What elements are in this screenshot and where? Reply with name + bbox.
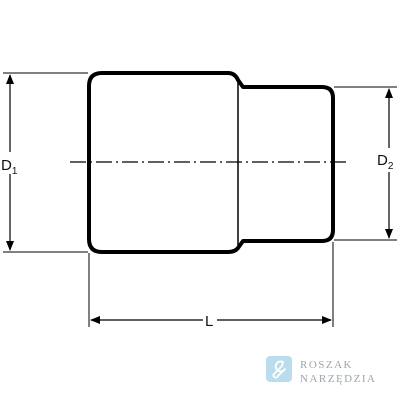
d1-label-main: D: [1, 157, 12, 174]
d1-label-sub: 1: [12, 166, 18, 177]
watermark: ROSZAK NARZĘDZIA: [266, 356, 376, 385]
d1-label: D1: [1, 157, 18, 177]
l-label: L: [205, 313, 213, 330]
watermark-line2: NARZĘDZIA: [300, 373, 376, 385]
d1-label-bg: [0, 152, 22, 174]
d2-label-sub: 2: [388, 161, 394, 172]
d2-label: D2: [377, 152, 394, 172]
watermark-line1: ROSZAK: [300, 359, 353, 371]
socket-outline: [87, 71, 335, 254]
d2-label-bg: [375, 148, 399, 172]
l-label-bg: [203, 311, 217, 329]
wrench-glyph: [272, 360, 286, 379]
d2-label-main: D: [377, 152, 388, 169]
